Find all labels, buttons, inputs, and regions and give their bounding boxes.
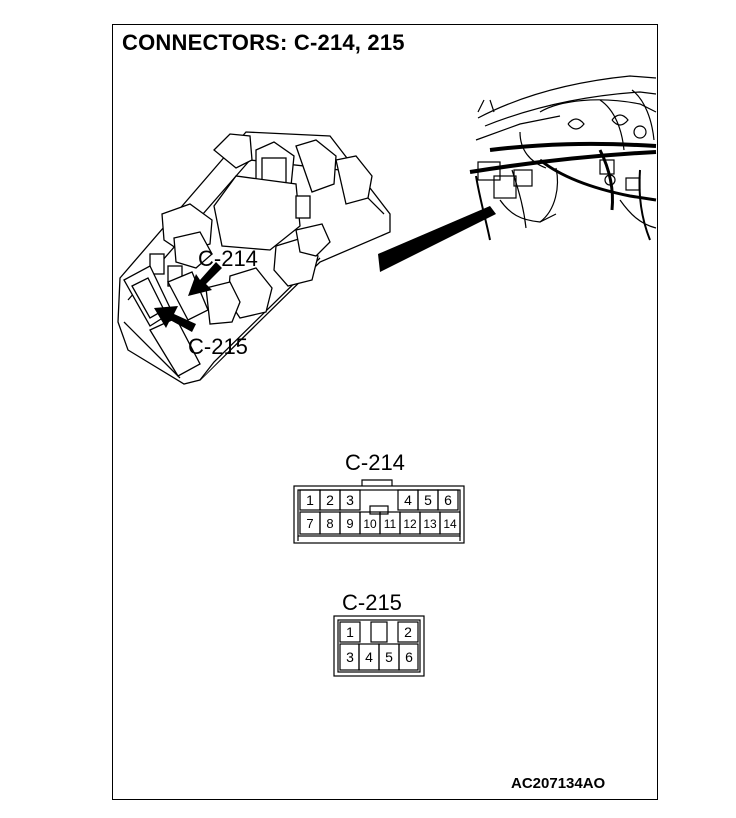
junction-block-illustration [117,131,391,385]
c214-pin-6: 6 [444,492,452,508]
connector-c215: C-215 1 2 3 4 5 6 [333,590,425,677]
c214-pin-1: 1 [306,492,314,508]
arrow-c214 [188,262,222,296]
c214-pin-8: 8 [326,516,333,531]
c215-pin-5: 5 [385,649,393,665]
connector-c215-label: C-215 [342,590,402,615]
callout-arrows [154,262,222,332]
c214-pin-3: 3 [346,492,354,508]
c214-pin-9: 9 [346,516,353,531]
c215-pin-1: 1 [346,624,354,640]
c215-pin-3: 3 [346,649,354,665]
c215-pin-4: 4 [365,649,373,665]
c215-pin-2: 2 [404,624,412,640]
c214-pin-13: 13 [423,517,437,531]
page-title: CONNECTORS: C-214, 215 [122,30,405,55]
c214-pin-5: 5 [424,492,432,508]
c214-pin-10: 10 [363,517,377,531]
c214-pin-4: 4 [404,492,412,508]
diagram-frame [112,24,658,800]
c215-pin-6: 6 [405,649,413,665]
c214-pin-7: 7 [306,516,313,531]
figure-code: AC207134AO [511,775,606,792]
c214-pin-14: 14 [443,517,457,531]
arrow-c215 [154,306,196,332]
callout-label-c214: C-214 [198,246,258,271]
connector-c214-label: C-214 [345,450,405,475]
c214-pin-12: 12 [403,517,417,531]
c214-pin-11: 11 [384,517,397,531]
c214-pin-2: 2 [326,492,334,508]
connector-c214: C-214 1 2 [293,450,465,544]
zoom-pointer [378,206,496,272]
callout-label-c215: C-215 [188,334,248,359]
dashboard-harness-illustration [469,75,657,241]
